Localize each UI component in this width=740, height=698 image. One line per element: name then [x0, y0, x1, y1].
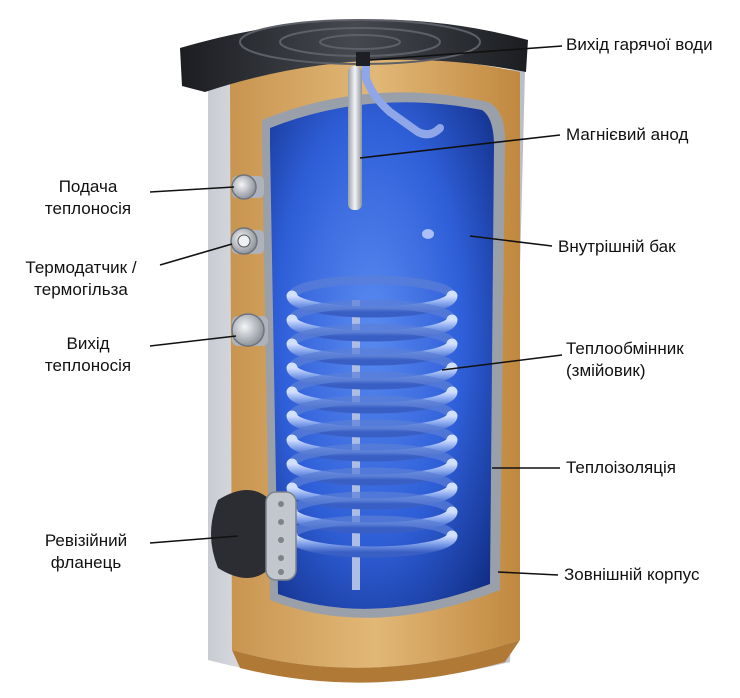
label-thermo-sensor: Термодатчик / термогільза: [4, 257, 158, 301]
tank-inner-sensor-port: [422, 229, 434, 239]
label-text-line2: теплоносія: [28, 355, 148, 377]
magnesium-anode: [348, 66, 362, 210]
thermo-sensor-fitting: [231, 228, 264, 254]
label-text-line1: Подача: [24, 176, 152, 198]
label-text-line1: Теплообмінник: [566, 338, 684, 360]
coolant-supply-fitting: [232, 175, 264, 199]
label-heat-exchanger: Теплообмінник (змійовик): [566, 338, 684, 382]
label-hot-water-outlet: Вихід гарячої води: [566, 34, 713, 56]
label-text-line1: Вихід: [28, 333, 148, 355]
label-inspection-flange: Ревізійний фланець: [24, 530, 148, 574]
label-outer-casing: Зовнішній корпус: [564, 564, 700, 586]
label-text: Внутрішній бак: [558, 236, 676, 258]
label-text-line2: фланець: [24, 552, 148, 574]
coolant-outlet-fitting: [232, 314, 268, 346]
label-text: Магнієвий анод: [566, 124, 688, 146]
label-text-line2: теплоносія: [24, 198, 152, 220]
inspection-flange: [211, 490, 296, 580]
label-text: Теплоізоляція: [566, 457, 676, 479]
label-text-line2: (змійовик): [566, 360, 684, 382]
label-text: Вихід гарячої води: [566, 34, 713, 56]
label-text-line2: термогільза: [4, 279, 158, 301]
label-inner-tank: Внутрішній бак: [558, 236, 676, 258]
label-text-line1: Термодатчик /: [4, 257, 158, 279]
label-coolant-outlet: Вихід теплоносія: [28, 333, 148, 377]
label-magnesium-anode: Магнієвий анод: [566, 124, 688, 146]
label-text-line1: Ревізійний: [24, 530, 148, 552]
label-coolant-supply: Подача теплоносія: [24, 176, 152, 220]
label-insulation: Теплоізоляція: [566, 457, 676, 479]
label-text: Зовнішній корпус: [564, 564, 700, 586]
